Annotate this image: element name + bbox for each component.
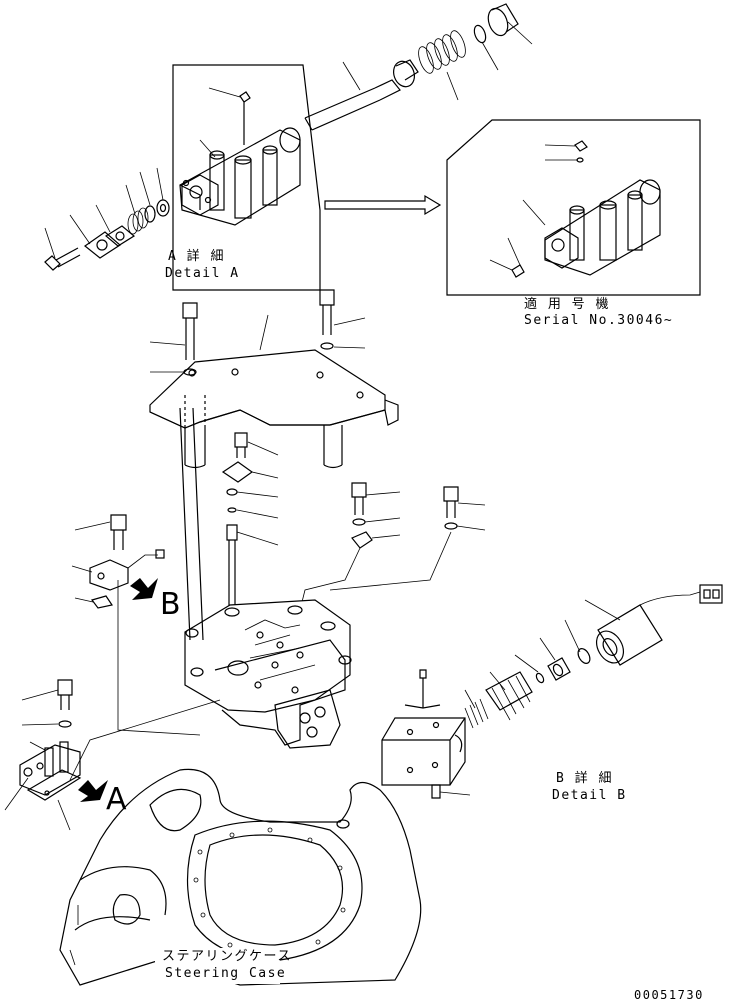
steering-case-en-label: Steering Case xyxy=(165,966,287,981)
middle-small-parts xyxy=(221,432,279,650)
main-valve-assembly xyxy=(179,407,352,749)
valve-body-a xyxy=(179,87,301,226)
valve-a-small xyxy=(4,679,221,831)
detail-a-jp-label: A 詳 細 xyxy=(168,249,225,264)
detail-b-en-label: Detail B xyxy=(552,788,627,803)
right-bolt-group xyxy=(299,482,486,611)
serial-detail-frame xyxy=(446,119,701,296)
view-b-marker: B xyxy=(160,587,181,622)
detail-a-small-parts xyxy=(44,167,170,271)
view-a-marker: A xyxy=(106,782,127,817)
steering-case xyxy=(59,768,422,986)
cover-plate xyxy=(149,289,399,469)
detail-b-jp-label: B 詳 細 xyxy=(556,771,613,786)
spool-assembly xyxy=(304,3,533,131)
solenoid-b xyxy=(71,514,201,736)
serial-en-label: Serial No.30046~ xyxy=(524,313,674,328)
detail-b xyxy=(381,584,723,799)
drawing-number: 00051730 xyxy=(634,988,704,1002)
steering-case-jp-label: ステアリングケース xyxy=(162,949,292,964)
detail-a-en-label: Detail A xyxy=(165,266,240,281)
serial-jp-label: 適 用 号 機 xyxy=(524,297,610,312)
arrow-to-serial xyxy=(324,194,442,216)
detail-a-frame xyxy=(172,64,321,291)
